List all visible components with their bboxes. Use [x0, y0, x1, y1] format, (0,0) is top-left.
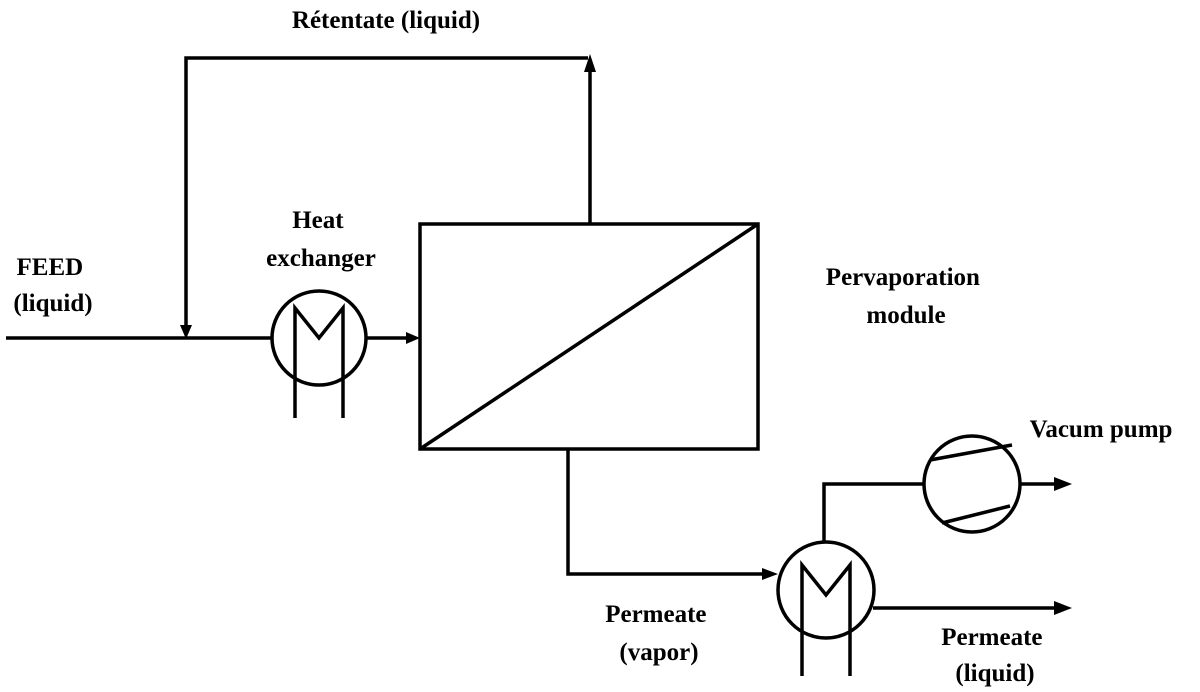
vacuum-outlet-arrow: [1054, 477, 1072, 491]
membrane-module-icon: [418, 222, 760, 451]
recycle-arrow-down: [180, 325, 192, 339]
vacuum-pump-icon: [922, 434, 1022, 534]
permeate-vapor-line: [566, 449, 764, 576]
heat-exchanger-label: Heat exchanger: [266, 207, 376, 272]
vacuum-line: [822, 482, 924, 542]
retentate-label: Rétentate (liquid): [292, 7, 480, 34]
condenser-inlet-arrow: [762, 568, 778, 580]
permeate-liquid-label: Permeate (liquid): [941, 624, 1049, 687]
permeate-vapor-label: Permeate (vapor): [605, 601, 713, 666]
feed-label: FEED (liquid): [13, 254, 92, 317]
retentate-recycle-line: [184, 56, 588, 326]
heat-exchanger-icon: [270, 289, 368, 418]
retentate-arrow-up: [584, 54, 596, 72]
condenser-icon: [776, 540, 876, 676]
permeate-liquid-arrow: [1054, 601, 1072, 615]
module-inlet-arrow: [406, 332, 420, 344]
pervaporation-module-label: Pervaporation module: [826, 264, 986, 329]
vacuum-pump-label: Vacum pump: [1030, 416, 1173, 443]
